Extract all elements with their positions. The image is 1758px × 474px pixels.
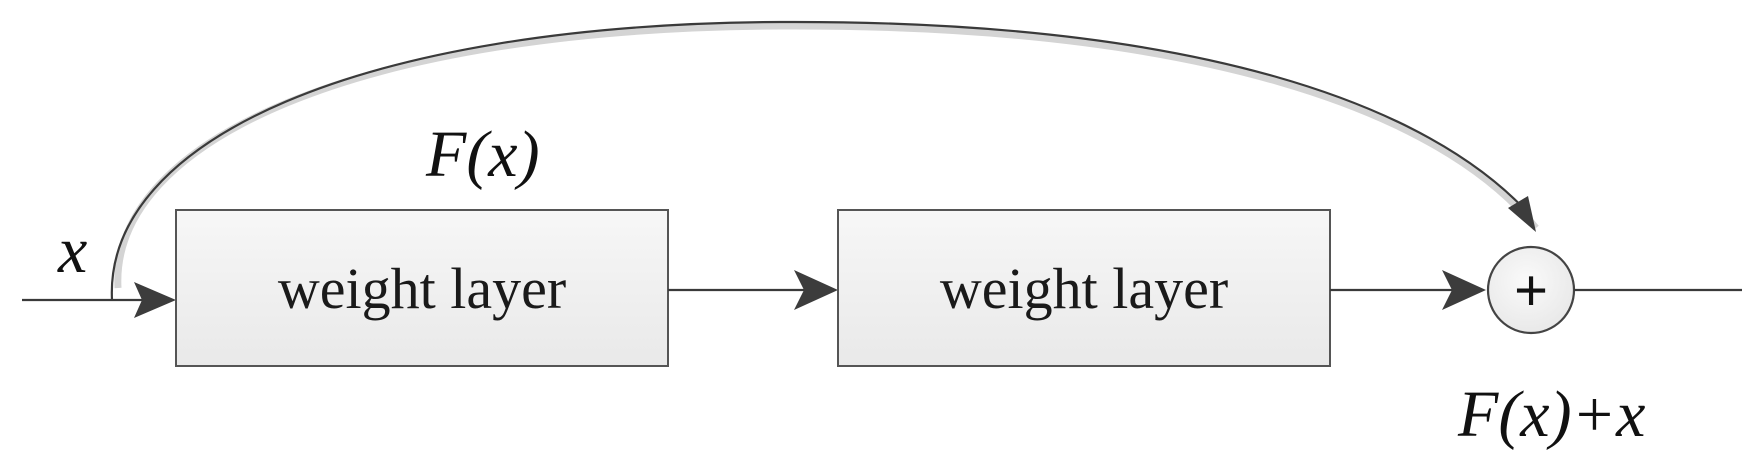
skip-connection-arrowhead bbox=[1508, 196, 1536, 232]
plus-icon: + bbox=[1514, 258, 1548, 323]
weight-layer-label-2: weight layer bbox=[940, 256, 1228, 321]
input-arrowhead bbox=[134, 282, 176, 318]
output-label: F(x)+x bbox=[1457, 378, 1645, 451]
weight-layer-label-1: weight layer bbox=[278, 256, 566, 321]
residual-function-label: F(x) bbox=[425, 118, 540, 191]
connector-arrowhead bbox=[794, 270, 838, 310]
weight-layer-box-2 bbox=[837, 209, 1331, 367]
weight-layer-box-1 bbox=[175, 209, 669, 367]
sum-input-arrowhead bbox=[1442, 270, 1486, 310]
skip-connection-curve bbox=[110, 20, 1531, 301]
input-label: x bbox=[57, 214, 87, 287]
